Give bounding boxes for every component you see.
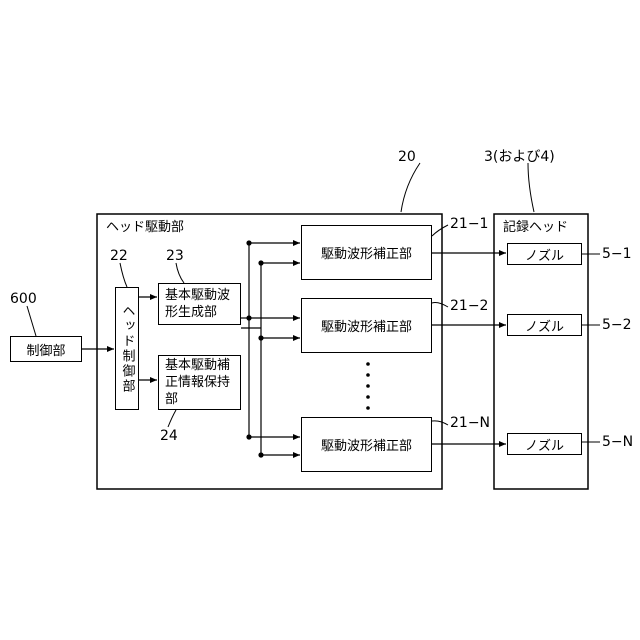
- junction-b-1: [258, 260, 263, 265]
- junction-b-n: [258, 452, 263, 457]
- leader-21-2: [432, 303, 448, 308]
- nozzle-box-1: ノズル: [507, 243, 582, 265]
- waveform-correction-box-2: 駆動波形補正部: [301, 298, 432, 353]
- junction-a-1: [246, 240, 251, 245]
- ellipsis-dot: [366, 395, 370, 399]
- leader-21-1: [432, 225, 448, 236]
- label-rec-head: 記録ヘッド: [503, 221, 568, 234]
- ellipsis-dot: [366, 406, 370, 410]
- leader-21-n: [432, 421, 448, 425]
- label-21-2: 21−2: [450, 299, 488, 313]
- label-24: 24: [160, 429, 178, 443]
- label-21-n: 21−N: [450, 416, 490, 430]
- junction-a-2: [246, 315, 251, 320]
- leader-20: [401, 163, 420, 212]
- basic-waveform-generator-box: 基本駆動波形生成部: [158, 283, 241, 325]
- leader-24: [168, 410, 176, 427]
- waveform-correction-box-n: 駆動波形補正部: [301, 417, 432, 472]
- waveform-correction-box-1: 駆動波形補正部: [301, 225, 432, 280]
- label-5-n: 5−N: [602, 435, 633, 449]
- leader-rec-head: [528, 163, 534, 212]
- label-600: 600: [10, 292, 37, 306]
- label-21-1: 21−1: [450, 217, 488, 231]
- junction-b-2: [258, 335, 263, 340]
- label-head-drive: ヘッド駆動部: [106, 221, 184, 234]
- controller-box: 制御部: [10, 336, 82, 362]
- junction-a-n: [246, 434, 251, 439]
- label-rec-head-num: 3(および4): [484, 150, 555, 164]
- nozzle-box-n: ノズル: [507, 433, 582, 455]
- ellipsis-dot: [366, 362, 370, 366]
- leader-22: [120, 263, 127, 287]
- label-5-2: 5−2: [602, 318, 632, 332]
- label-22: 22: [110, 249, 128, 263]
- ellipsis-dot: [366, 373, 370, 377]
- ellipsis-dot: [366, 384, 370, 388]
- label-20: 20: [398, 150, 416, 164]
- label-5-1: 5−1: [602, 247, 632, 261]
- head-control-box: ヘッド制御部: [115, 287, 139, 410]
- label-23: 23: [166, 249, 184, 263]
- basic-correction-info-box: 基本駆動補正情報保持部: [158, 355, 241, 410]
- leader-600: [27, 306, 36, 336]
- nozzle-box-2: ノズル: [507, 314, 582, 336]
- leader-23: [176, 263, 184, 283]
